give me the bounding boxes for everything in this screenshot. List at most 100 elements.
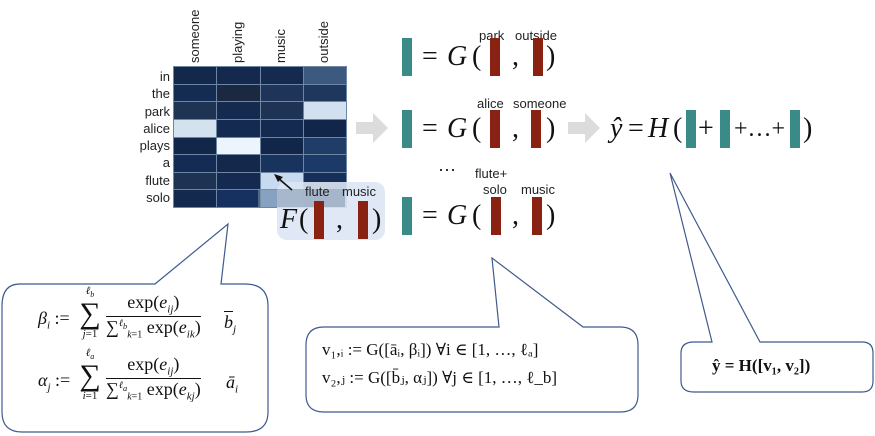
sum-icon: ∑ [79,297,101,331]
teal-vector-icon [402,38,412,76]
f-comma: , [336,204,343,235]
row-label: solo [146,190,170,205]
h-equals: = [628,113,644,144]
f-label-flute: flute [305,184,330,199]
red-vector-icon [531,110,541,148]
g-open-paren: ( [472,113,482,144]
g-function: G [447,113,468,144]
beta-sum-bottom: j=1 [82,328,98,341]
heatmap-cell [260,155,303,172]
pointer-arrow-icon [274,174,293,191]
g-label-a: alice [477,96,504,111]
heatmap-cell [303,137,346,155]
beta-fraction: exp(eij) ∑ℓbk=1 exp(eik) [106,292,201,340]
heatmap-cell [303,155,346,172]
alpha-numerator: exp(eij) [106,354,201,379]
alpha-denominator: ∑ℓak=1 exp(ekj) [106,378,201,403]
row-label: park [144,104,170,119]
g-comma: , [512,200,519,231]
g-function: G [447,41,468,72]
g-label-a-line: flute+ [475,166,508,181]
heatmap-cell [303,102,346,119]
g-equals: = [422,113,438,144]
red-vector-icon [491,197,501,235]
heatmap-cell [260,67,303,84]
g-equals: = [422,41,438,72]
heatmap-cell [260,84,303,102]
compare-line-2: v₂,ⱼ := G([b̄ⱼ, αⱼ]) ∀j ∈ [1, …, ℓ_b] [322,368,558,387]
heatmap-cell [174,155,217,172]
beta-tail: bj [224,312,237,336]
g-close-paren: ) [546,200,556,231]
alpha-fraction: exp(eij) ∑ℓak=1 exp(ekj) [106,354,201,402]
row-label: flute [145,173,170,188]
y-hat: ŷ [610,113,623,144]
alpha-sum-bottom: i=1 [82,390,98,403]
heatmap-cell [174,84,217,102]
heatmap-cell [174,137,217,155]
red-vector-icon [358,201,368,239]
right-arrow-icon [356,113,388,143]
heatmap-row-labels: in the park alice plays a flute solo [120,66,170,206]
heatmap-cell [174,67,217,84]
g-open-paren: ( [472,200,482,231]
g-close-paren: ) [546,41,556,72]
g-close-paren: ) [546,113,556,144]
heatmap-cell [303,119,346,137]
beta-sum: ℓb ∑ j=1 [76,286,104,340]
heatmap-cell [174,172,217,190]
heatmap-cell [174,190,217,207]
f-open-paren: ( [299,204,309,235]
heatmap-cell [217,84,260,102]
teal-vector-icon [720,110,730,148]
ellipsis: ⋯ [438,160,456,180]
alpha-sum-top: ℓa [85,347,95,362]
right-arrow-icon [568,113,600,143]
alpha-tail: āi [226,372,239,396]
g-comma: , [512,41,519,72]
heatmap-cell [217,172,260,190]
g-equals: = [422,200,438,231]
beta-lhs: βi := [38,308,70,332]
teal-vector-icon [402,197,412,235]
teal-vector-icon [402,110,412,148]
sum-icon: ∑ [79,359,101,393]
aggregate-line: ŷ = H([v₁, v₂]) [712,356,811,375]
heatmap-cell [260,119,303,137]
h-plus-dots: +…+ [734,116,786,142]
red-vector-icon [532,197,542,235]
compare-line-1: v₁,ᵢ := G([āᵢ, βᵢ]) ∀i ∈ [1, …, ℓₐ] [322,340,539,359]
g-label-b: someone [513,96,567,111]
heatmap-cell [217,119,260,137]
f-label-music: music [342,184,376,199]
h-function: H [648,113,669,144]
row-label: in [159,69,170,84]
row-label: the [151,86,170,101]
heatmap-cell [174,119,217,137]
beta-sum-top: ℓb [85,285,95,300]
row-label: alice [143,121,170,136]
heatmap-cell [260,102,303,119]
h-open-paren: ( [673,113,683,144]
heatmap-cell [217,137,260,155]
compare-callout-outline [305,256,639,413]
h-plus: + [698,113,714,144]
g-label-a-solo: solo [483,182,507,197]
aggregate-callout-outline [669,172,874,393]
heatmap-cell [303,67,346,84]
red-vector-icon [490,110,500,148]
g-label-a: flute+ [475,165,507,182]
row-label: a [162,155,170,170]
alpha-sum: ℓa ∑ i=1 [76,348,104,402]
g-comma: , [512,113,519,144]
g-function: G [447,200,468,231]
alpha-lhs: αj := [38,370,71,394]
beta-denominator: ∑ℓbk=1 exp(eik) [106,316,201,341]
heatmap-cell [260,137,303,155]
h-close-paren: ) [803,113,813,144]
f-function: F [280,204,298,235]
red-vector-icon [533,38,543,76]
heatmap-cell [217,190,260,207]
row-label: plays [139,138,170,153]
